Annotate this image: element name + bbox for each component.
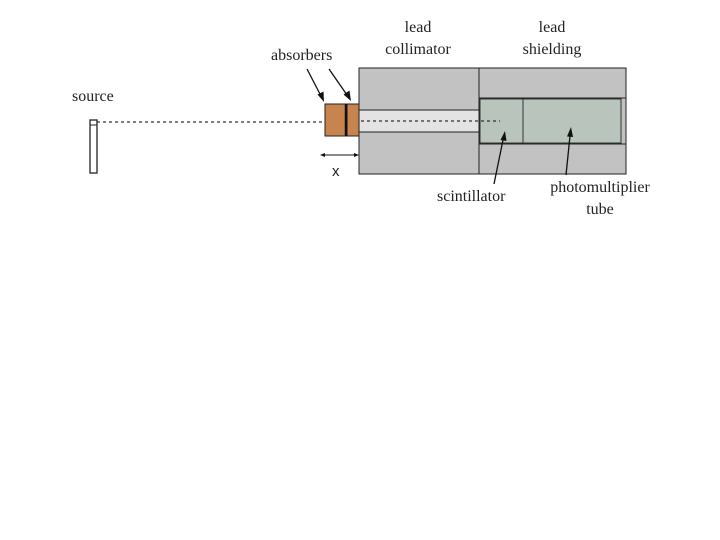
scintillator-arrowhead <box>500 131 507 141</box>
absorber-block-2 <box>346 103 360 137</box>
absorbers-arrowhead-1 <box>317 91 324 102</box>
pmt-leader-line <box>565 135 571 176</box>
lead-collimator-top <box>358 67 480 111</box>
lead-shielding-bottom <box>478 143 627 175</box>
lead-collimator-label: lead collimator <box>385 19 451 58</box>
source-label: source <box>72 88 114 105</box>
pmt-arrowhead <box>567 127 573 137</box>
photomultiplier-tube-label: photomultiplier tube <box>550 179 650 218</box>
absorbers-leader-line-1 <box>306 68 322 97</box>
scintillator-crystal <box>479 98 524 144</box>
absorbers-arrowhead-2 <box>343 90 351 101</box>
collimator-bore <box>358 109 480 133</box>
absorbers-label: absorbers <box>271 47 333 64</box>
distance-x-arrowhead-left <box>320 153 325 157</box>
scintillator-label: scintillator <box>437 188 506 205</box>
distance-x-label: x <box>332 163 340 180</box>
absorber-block-1 <box>324 103 348 137</box>
lead-collimator-bottom <box>358 131 480 175</box>
lead-shielding-top <box>478 67 627 99</box>
scintillator-leader-line <box>493 139 504 185</box>
lead-shielding-label: lead shielding <box>522 19 582 58</box>
distance-x-arrowhead-right <box>354 153 359 157</box>
source-rod <box>89 119 98 174</box>
absorbers-leader-line-2 <box>328 68 348 96</box>
